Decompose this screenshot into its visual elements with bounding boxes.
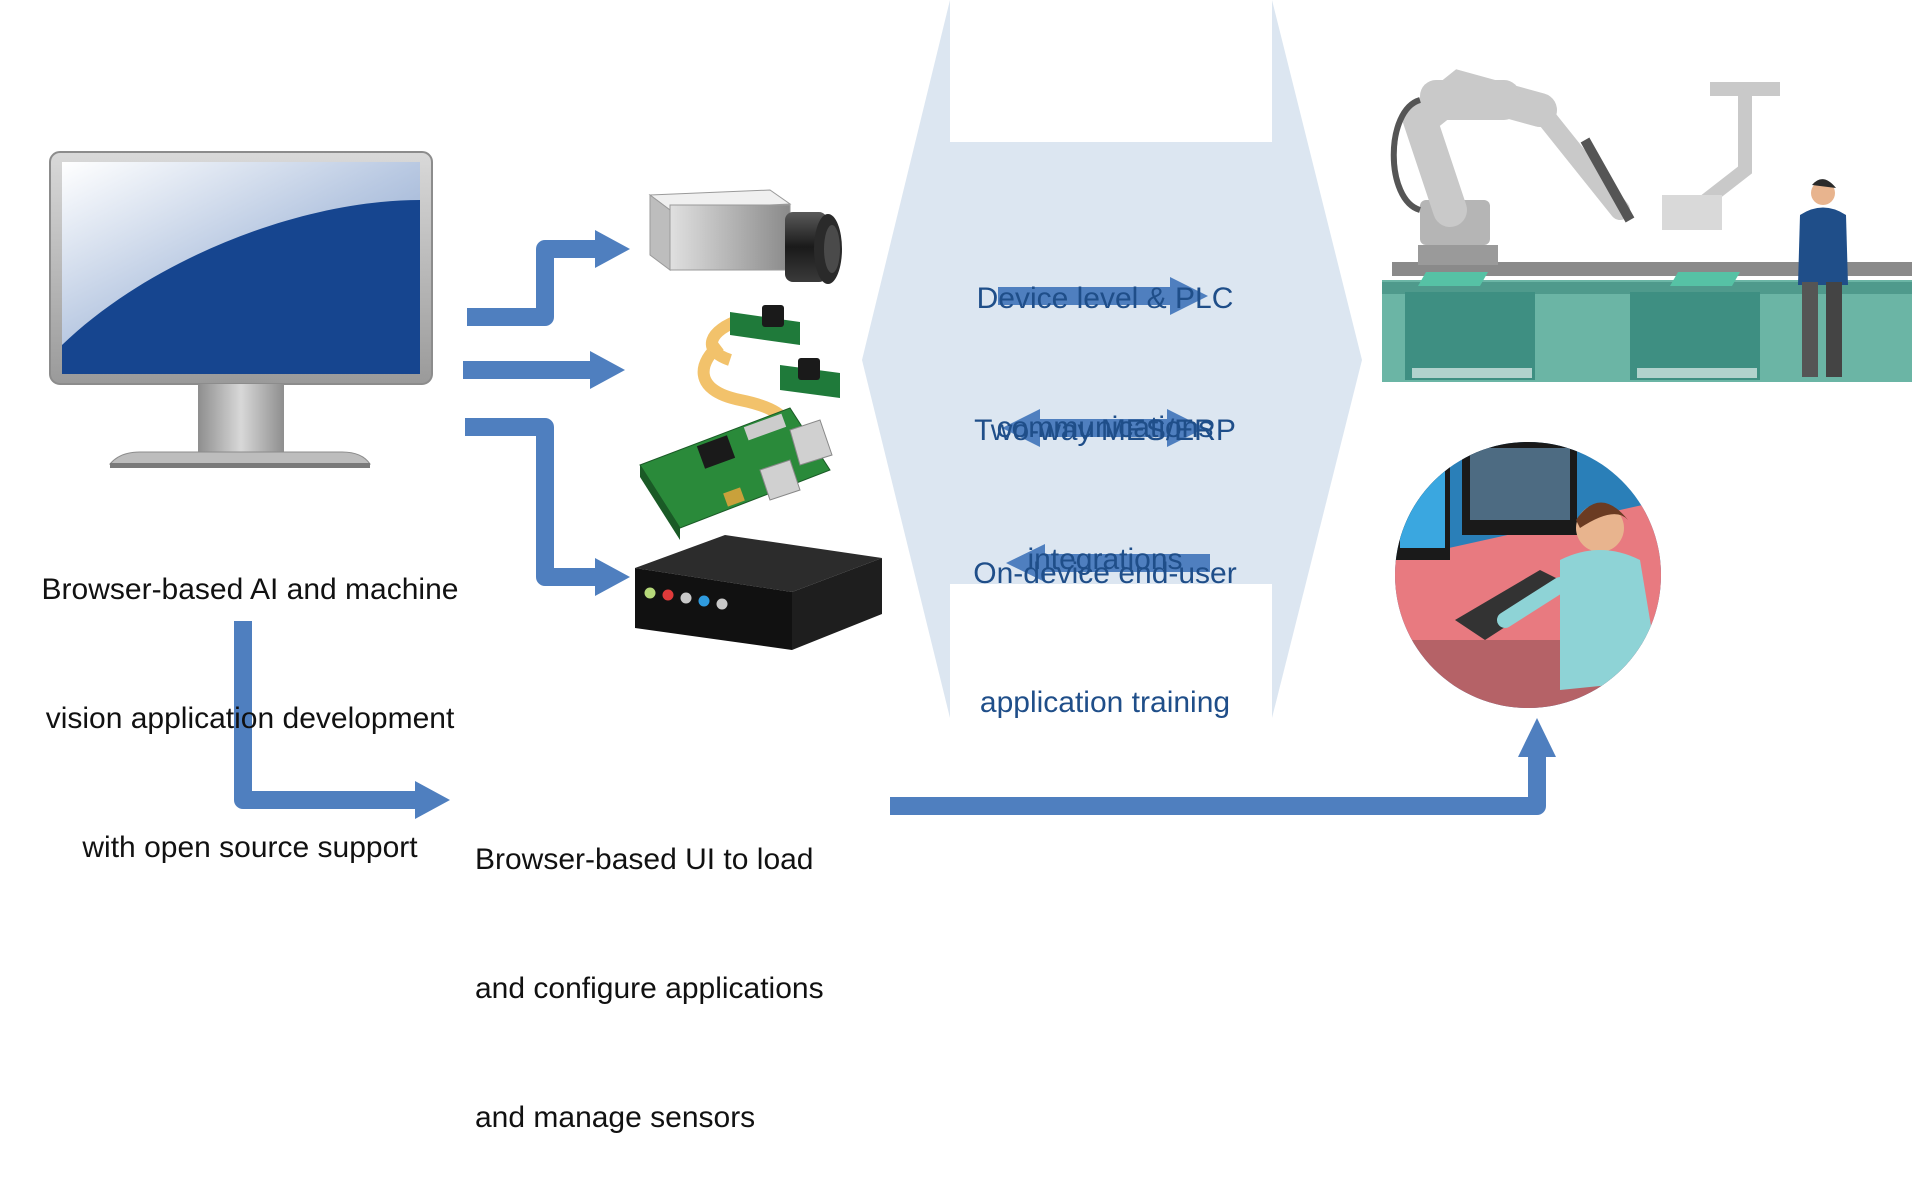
label-mes-line: integrations xyxy=(1027,543,1183,576)
bottom-caption-line: and configure applications xyxy=(475,972,824,1005)
arrow-to-edge-box xyxy=(465,418,600,586)
arrow-to-operator xyxy=(890,752,1546,815)
arrow-plc-head xyxy=(1170,277,1208,315)
monitor-icon xyxy=(49,151,433,468)
label-training-line: application training xyxy=(979,686,1231,719)
bottom-caption-line: and manage sensors xyxy=(475,1101,756,1134)
embedded-board-icon xyxy=(639,305,840,540)
operator-workstation-icon xyxy=(1395,442,1661,708)
label-training: On-device end-user application training xyxy=(845,466,1365,767)
left-caption: Browser-based AI and machine vision appl… xyxy=(0,482,500,912)
edge-box-icon xyxy=(635,535,882,650)
label-plc-line: Device level & PLC xyxy=(976,282,1234,315)
label-plc-line: communications xyxy=(996,411,1214,444)
robot-factory-icon xyxy=(1382,69,1912,382)
arrow-training-head xyxy=(1006,544,1045,582)
left-caption-line: with open source support xyxy=(82,831,418,864)
label-training-line: On-device end-user xyxy=(973,557,1237,590)
communications-band xyxy=(862,0,1362,718)
arrow-to-camera-head xyxy=(595,230,630,268)
arrow-to-ui xyxy=(234,621,420,809)
diagram-canvas xyxy=(49,0,1912,819)
left-caption-line: Browser-based AI and machine xyxy=(41,573,459,606)
label-mes-line: Two-way MES/ERP xyxy=(974,414,1236,447)
arrow-mes-head-left xyxy=(1002,409,1040,447)
industrial-camera-icon xyxy=(648,189,842,284)
left-caption-line: vision application development xyxy=(45,702,455,735)
arrow-to-board-head xyxy=(590,351,625,389)
label-mes: Two-way MES/ERP integrations xyxy=(845,323,1365,624)
arrow-to-operator-head xyxy=(1518,718,1556,757)
label-plc: Device level & PLC communications xyxy=(845,191,1365,492)
arrows xyxy=(234,230,1556,819)
bottom-caption: Browser-based UI to load and configure a… xyxy=(475,752,824,1182)
arrow-to-ui-head xyxy=(415,781,450,819)
arrow-to-edge-box-head xyxy=(595,558,630,596)
arrow-mes-head-right xyxy=(1167,409,1205,447)
arrow-to-camera xyxy=(467,240,600,326)
bottom-caption-line: Browser-based UI to load xyxy=(475,843,814,876)
